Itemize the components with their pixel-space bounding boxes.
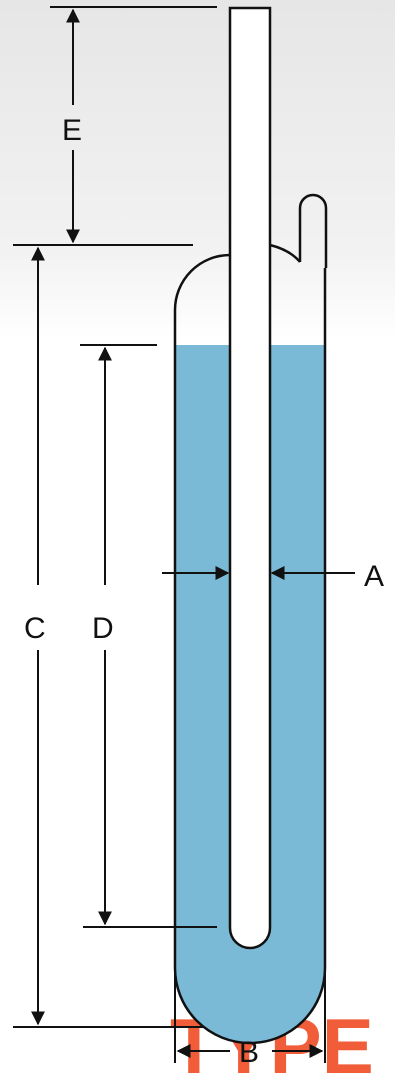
label-c: C [24,612,46,645]
label-a: A [364,560,384,593]
label-b: B [239,1036,259,1069]
side-vent-tube [298,193,328,268]
inner-capillary-tube [228,6,272,950]
outer-tube [173,243,327,1045]
label-e: E [62,114,82,147]
label-d: D [92,612,114,645]
